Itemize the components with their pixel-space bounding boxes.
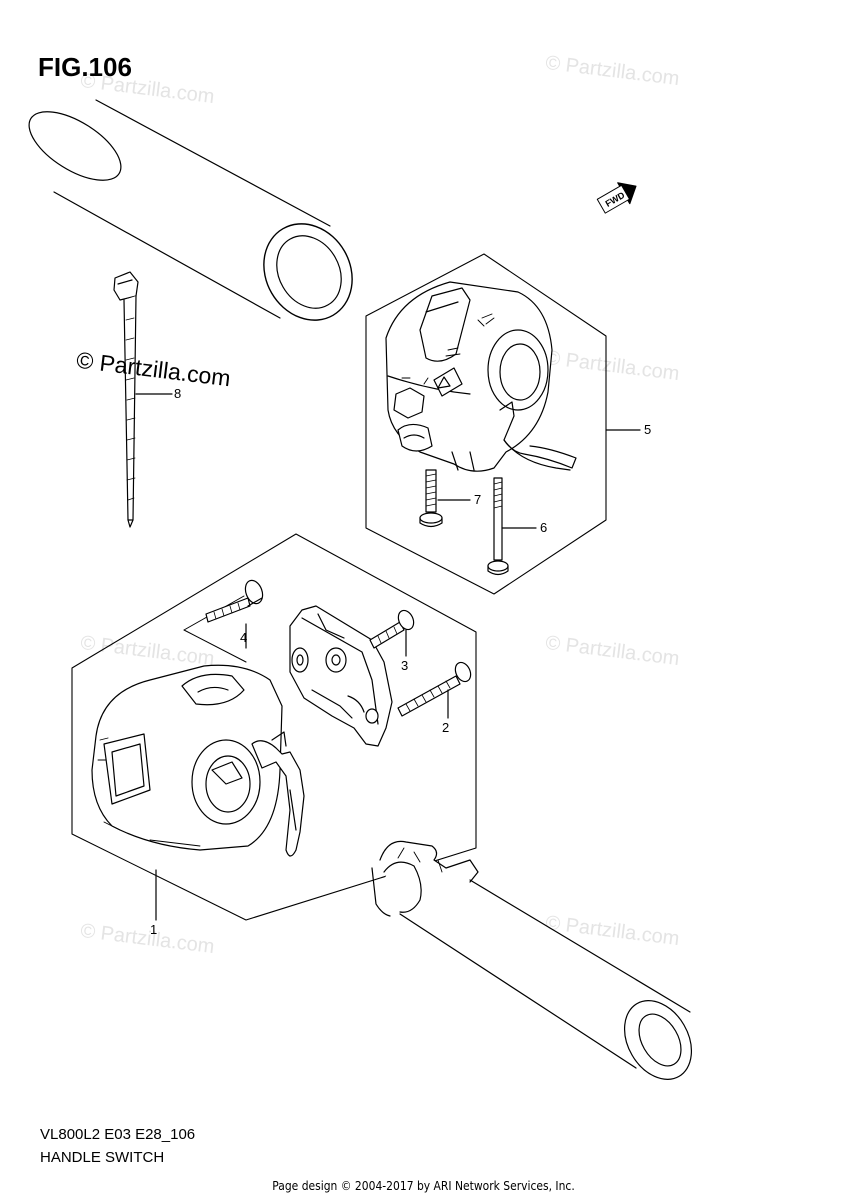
right-handlebar-switch [385,281,577,472]
callout-8: 8 [174,386,182,401]
model-code: VL800L2 E03 E28_106 [40,1126,196,1143]
screw-3 [369,609,415,657]
callout-7: 7 [474,492,482,507]
screw-4 [205,579,264,649]
group-outline-5 [365,253,607,595]
screw-7 [419,469,443,528]
figure-title: FIG.106 [38,52,132,82]
callout-5: 5 [644,422,652,437]
callout-2: 2 [442,720,450,735]
screw-2 [397,661,472,719]
callout-4: 4 [240,630,248,645]
callout-3: 3 [401,658,409,673]
throttle-grip [370,840,693,1080]
left-handlebar-switch [91,664,305,857]
switch-clamp-bracket [289,605,393,747]
cable-tie [113,271,139,528]
callout-6: 6 [540,520,548,535]
group-outline-1 [71,533,477,921]
grip-top [28,98,353,321]
callout-1: 1 [150,922,158,937]
section-name: HANDLE SWITCH [40,1149,165,1166]
screw-6 [487,477,509,576]
fwd-arrow-icon: FWD [596,182,637,214]
page-design-credit: Page design © 2004-2017 by ARI Network S… [272,1178,575,1193]
